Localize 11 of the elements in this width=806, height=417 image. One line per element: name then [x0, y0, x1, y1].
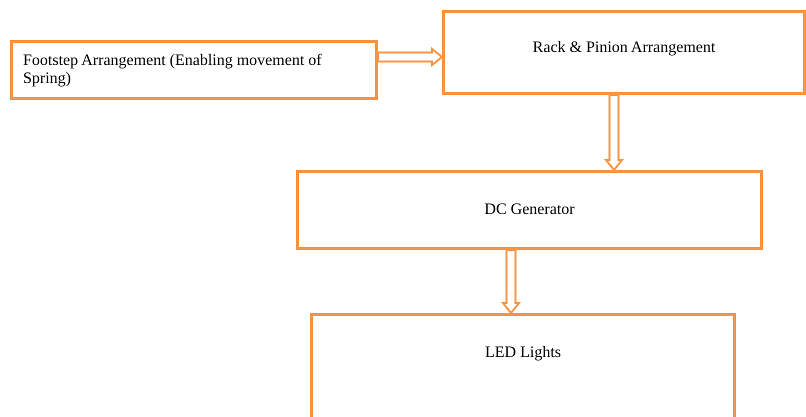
hollow-arrow — [500, 249, 522, 315]
box-label: DC Generator — [484, 201, 575, 219]
box-label: Rack & Pinion Arrangement — [532, 38, 716, 56]
hollow-arrow — [604, 94, 624, 172]
box-label: Footstep Arrangement (Enabling movement of Spring) — [23, 52, 323, 88]
box-label: LED Lights — [485, 344, 561, 362]
process-box — [296, 170, 763, 250]
hollow-arrow — [377, 46, 444, 68]
process-box — [442, 10, 806, 95]
process-box — [10, 40, 378, 100]
process-box — [310, 313, 736, 417]
